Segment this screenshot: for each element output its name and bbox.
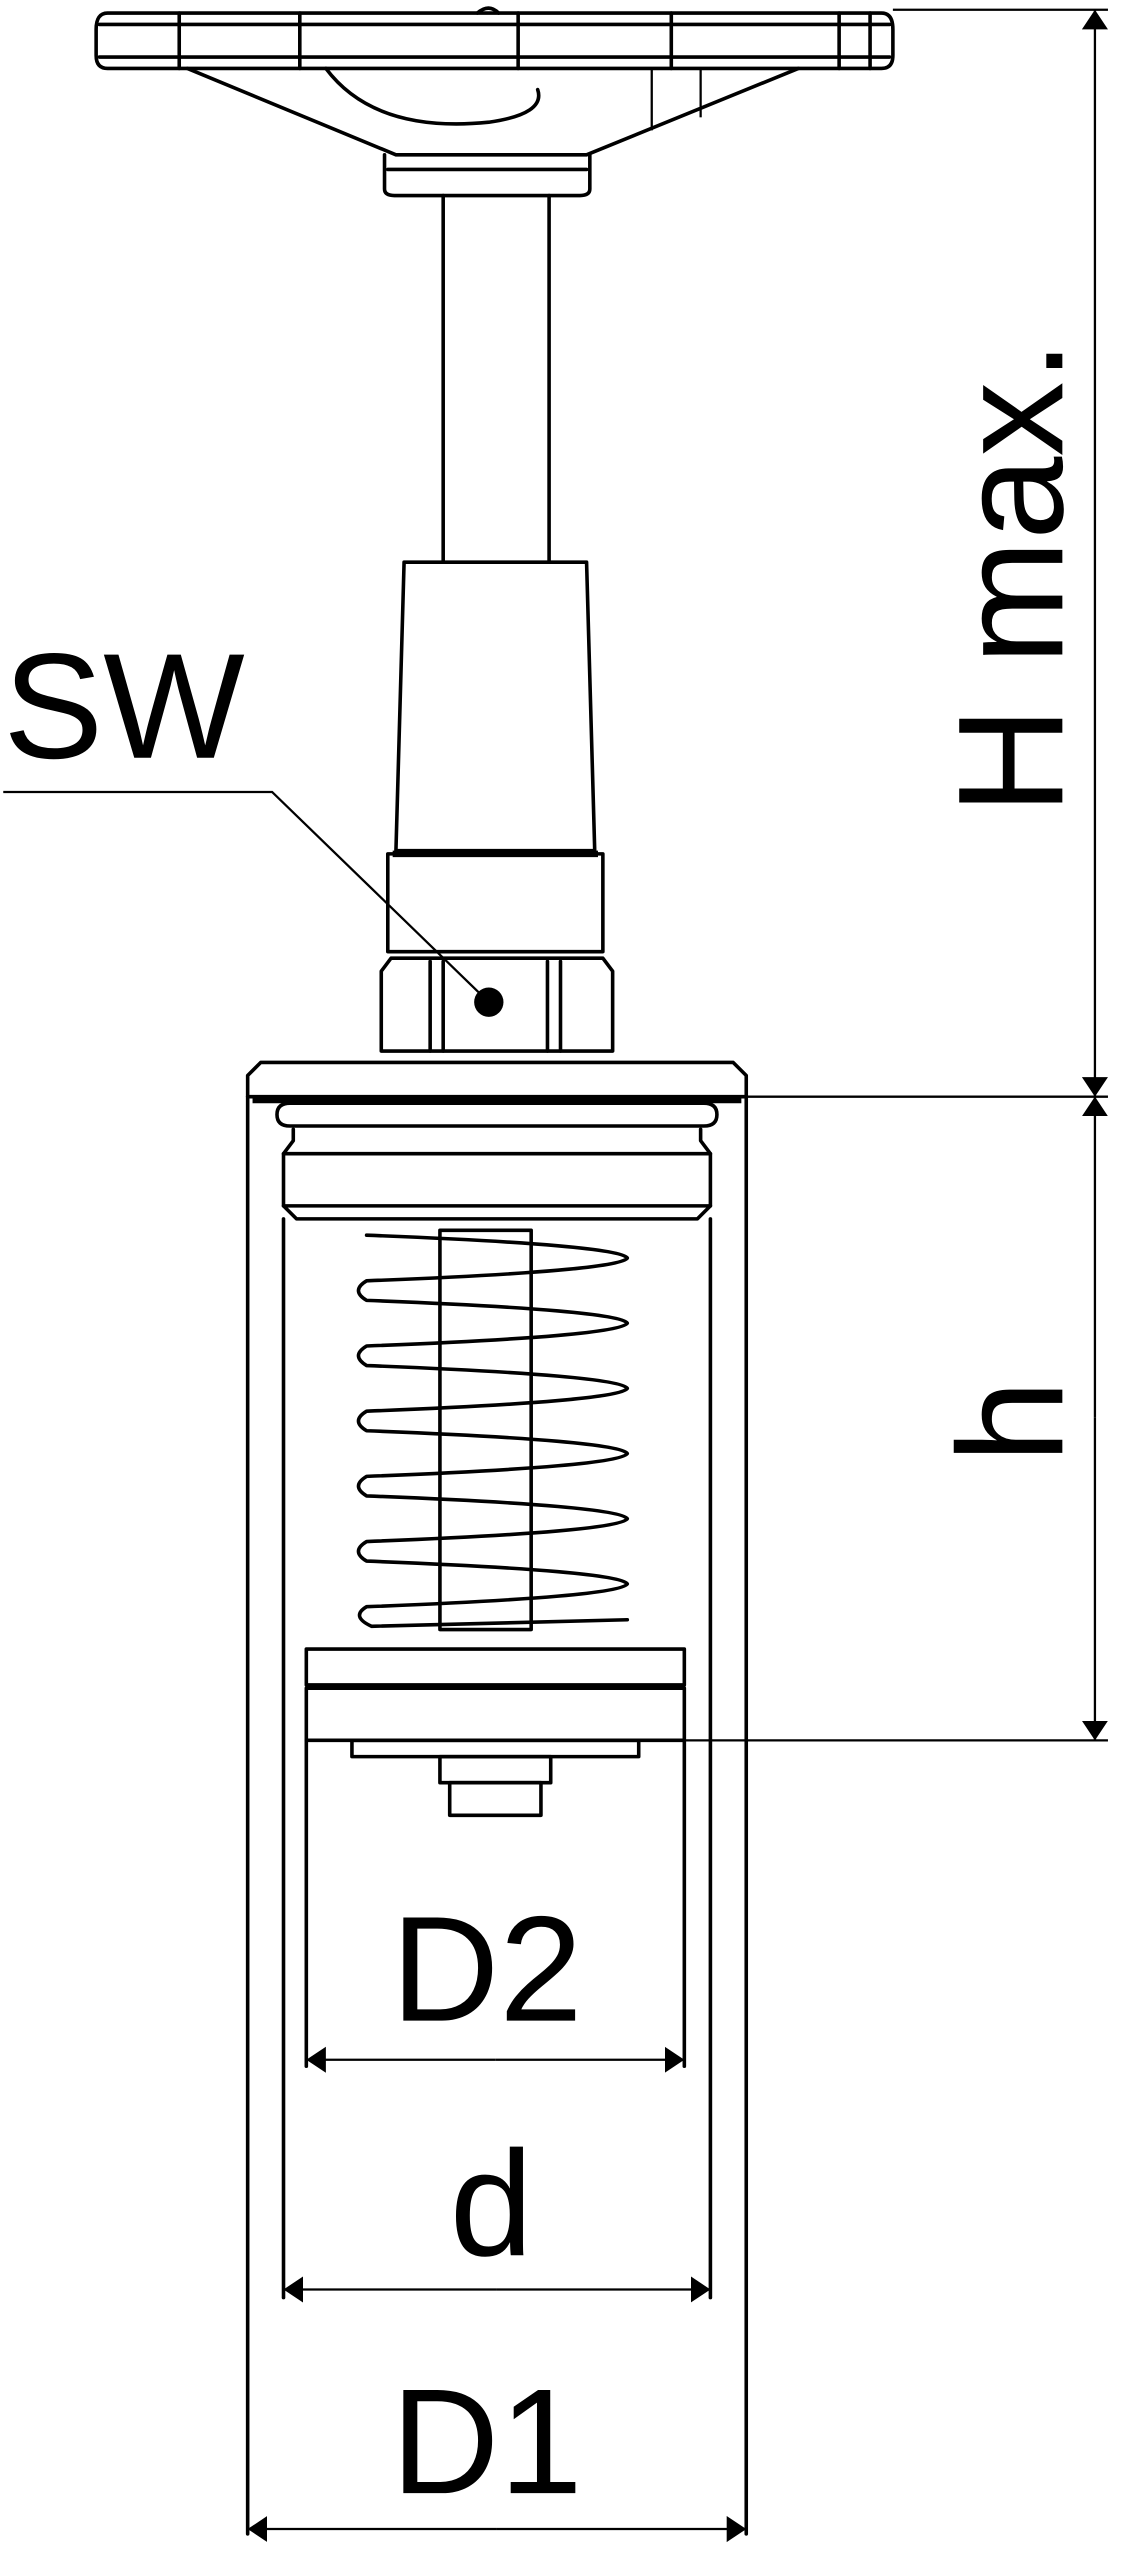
flange <box>245 1060 749 1221</box>
dimension-lines-vertical <box>638 8 1108 1742</box>
stem <box>441 193 551 564</box>
bonnet <box>379 560 615 1053</box>
housing-walls <box>245 1094 749 2536</box>
label-d1: D1 <box>391 2357 583 2525</box>
spring <box>356 1228 630 1632</box>
label-d2: D2 <box>391 1885 583 2053</box>
label-h-max: H max. <box>926 340 1094 815</box>
label-sw: SW <box>3 622 244 790</box>
label-h: h <box>926 1380 1094 1463</box>
dimension-lines-horizontal <box>247 2046 747 2543</box>
handwheel <box>94 6 895 198</box>
valve-disc <box>304 1647 687 2069</box>
sw-leader <box>3 790 490 1003</box>
label-d: d <box>450 2119 533 2287</box>
